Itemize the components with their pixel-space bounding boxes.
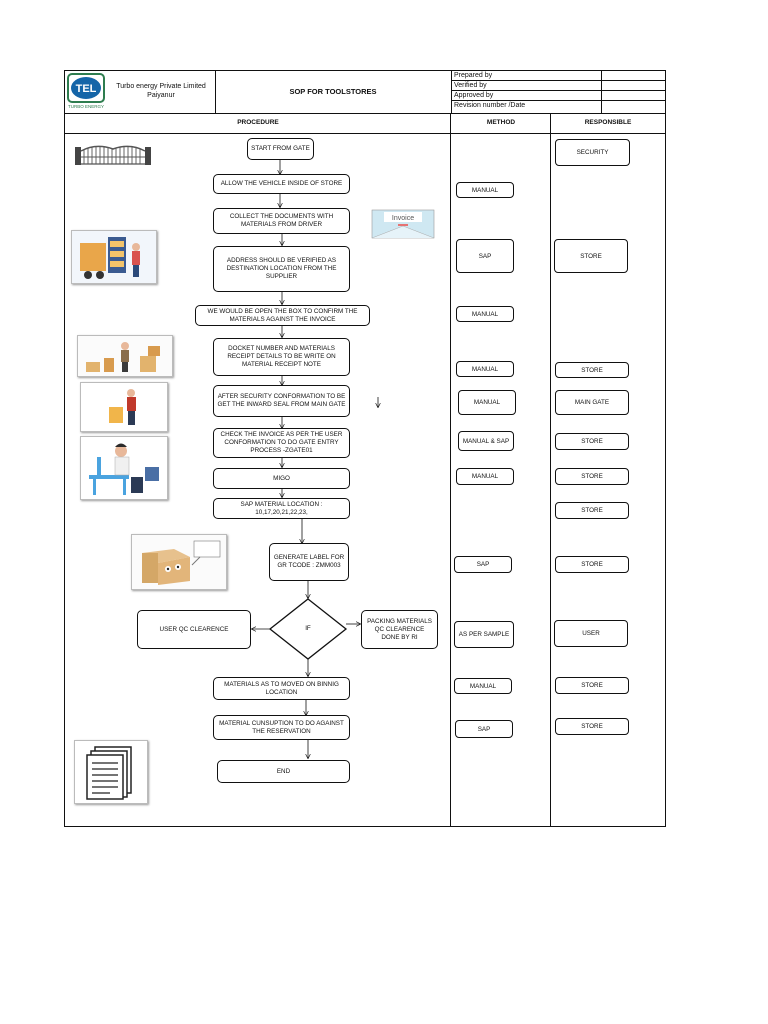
step-packing-qc[interactable]: PACKING MATERIALS QC CLEARENCE DONE BY R… <box>361 610 438 649</box>
responsible-store-1[interactable]: STORE <box>554 239 628 273</box>
step-end[interactable]: END <box>217 760 350 783</box>
responsible-store-4[interactable]: STORE <box>555 468 629 485</box>
step-binning[interactable]: MATERIALS AS TO MOVED ON BINNIG LOCATION <box>213 677 350 700</box>
meta-revision: Revision number /Date <box>454 102 526 109</box>
method-manual-4[interactable]: MANUAL <box>458 390 516 415</box>
svg-text:TEL: TEL <box>76 83 97 95</box>
step-open-box[interactable]: WE WOULD BE OPEN THE BOX TO CONFIRM THE … <box>195 305 370 326</box>
responsible-user[interactable]: USER <box>554 620 628 647</box>
decision-if: IF <box>305 625 311 632</box>
decision-diamond <box>268 598 348 660</box>
meta-verified-by: Verified by <box>452 81 665 91</box>
header-divider-1 <box>215 71 217 113</box>
warehouse-illustration <box>71 230 157 284</box>
sop-sheet: TEL TURBO ENERGY Turbo energy Private Li… <box>64 70 666 827</box>
step-address-verify[interactable]: ADDRESS SHOULD BE VERIFIED AS DESTINATIO… <box>213 246 350 292</box>
company-logo: TEL TURBO ENERGY <box>67 73 105 109</box>
method-manual-5[interactable]: MANUAL <box>456 468 514 485</box>
method-manual-2[interactable]: MANUAL <box>456 306 514 322</box>
step-security-confirmation[interactable]: AFTER SECURITY CONFORMATION TO BE GET TH… <box>213 385 350 417</box>
step-start[interactable]: START FROM GATE <box>247 138 314 160</box>
method-manual-6[interactable]: MANUAL <box>454 678 512 694</box>
responsible-store-3[interactable]: STORE <box>555 433 629 450</box>
gate-illustration <box>74 143 152 165</box>
document-title: SOP FOR TOOLSTORES <box>289 87 377 96</box>
column-responsible: RESPONSIBLE <box>584 119 632 126</box>
method-sap-1[interactable]: SAP <box>456 239 514 273</box>
method-manual-1[interactable]: MANUAL <box>456 182 514 198</box>
company-name: Turbo energy Private Limited Paiyanur <box>109 82 213 100</box>
meta-approved-by: Approved by <box>452 91 665 101</box>
step-consumption[interactable]: MATERIAL CUNSUPTION TO DO AGAINST THE RE… <box>213 715 350 740</box>
responsible-security[interactable]: SECURITY <box>555 139 630 166</box>
header-divider-2 <box>451 71 453 113</box>
step-user-qc[interactable]: USER QC CLEARENCE <box>137 610 251 649</box>
boxes-illustration <box>77 335 173 377</box>
method-manual-sap[interactable]: MANUAL & SAP <box>458 431 514 451</box>
step-docket-number[interactable]: DOCKET NUMBER AND MATERIALS RECEIPT DETA… <box>213 338 350 376</box>
step-migo[interactable]: MIGO <box>213 468 350 489</box>
responsible-store-6[interactable]: STORE <box>555 556 629 573</box>
column-heading-row <box>65 133 665 135</box>
responsible-store-5[interactable]: STORE <box>555 502 629 519</box>
method-as-per-sample[interactable]: AS PER SAMPLE <box>454 621 514 648</box>
column-method: METHOD <box>486 119 516 126</box>
responsible-store-7[interactable]: STORE <box>555 677 629 694</box>
meta-prepared-by: Prepared by <box>452 71 665 81</box>
step-check-invoice[interactable]: CHECK THE INVOICE AS PER THE USER CONFOR… <box>213 428 350 458</box>
responsible-main-gate[interactable]: MAIN GATE <box>555 390 629 415</box>
method-manual-3[interactable]: MANUAL <box>456 361 514 377</box>
step-collect-documents[interactable]: COLLECT THE DOCUMENTS WITH MATERIALS FRO… <box>213 208 350 234</box>
step-sap-location[interactable]: SAP MATERIAL LOCATION : 10,17,20,21,22,2… <box>213 498 350 519</box>
security-illustration <box>80 382 168 432</box>
header-row <box>65 71 665 114</box>
header-divider-3 <box>601 71 602 113</box>
method-sap-3[interactable]: SAP <box>455 720 513 738</box>
responsible-column-divider <box>550 113 552 826</box>
responsible-store-8[interactable]: STORE <box>555 718 629 735</box>
invoice-illustration: Invoice <box>370 208 436 241</box>
svg-text:TURBO ENERGY: TURBO ENERGY <box>68 104 104 109</box>
responsible-store-2[interactable]: STORE <box>555 362 629 378</box>
desk-worker-illustration <box>80 436 168 500</box>
company-location: Paiyanur <box>147 92 175 99</box>
step-generate-label[interactable]: GENERATE LABEL FOR GR TCODE : ZMM003 <box>269 543 349 581</box>
method-sap-2[interactable]: SAP <box>454 556 512 573</box>
column-procedure: PROCEDURE <box>237 119 279 126</box>
svg-text:Invoice: Invoice <box>392 215 414 222</box>
company-name-line: Turbo energy Private Limited <box>116 83 206 90</box>
document-stack-icon <box>74 740 148 804</box>
label-box-illustration <box>131 534 227 590</box>
method-column-divider <box>450 113 452 826</box>
step-allow-vehicle[interactable]: ALLOW THE VEHICLE INSIDE OF STORE <box>213 174 350 194</box>
